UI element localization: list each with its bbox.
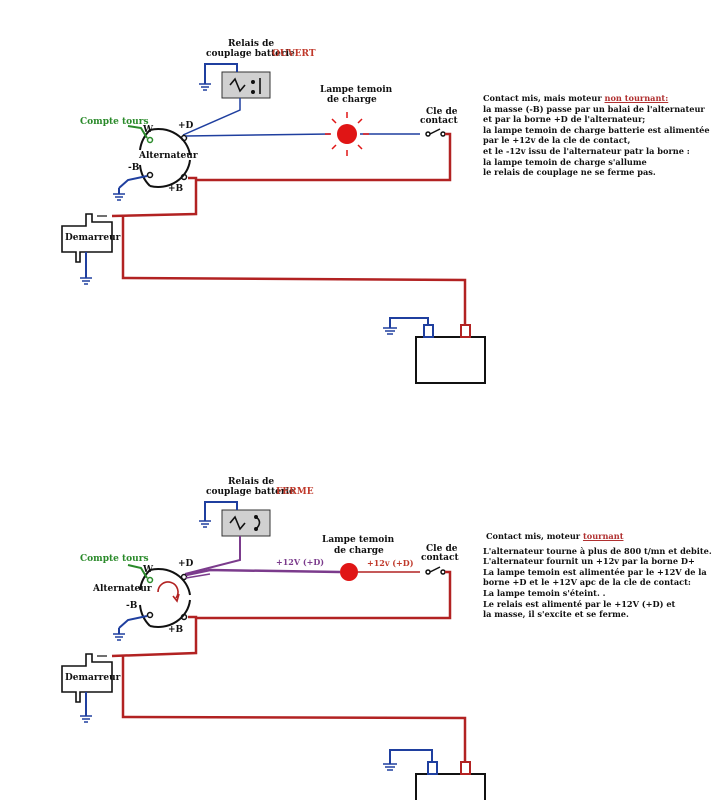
diagram-top: Relais de couplage batterie OUVERT — [61, 39, 486, 384]
compte-tours-label: Compte tours — [80, 554, 149, 564]
diagram-bottom: Relais de couplage batterie FERME — [61, 477, 486, 800]
compte-tours-label: Compte tours — [80, 117, 149, 127]
description-line: la masse (-B) passe par un balai de l'al… — [483, 103, 705, 114]
ground-symbol-starter — [80, 252, 92, 285]
description-line: la lampe temoin de charge s'allume — [483, 156, 647, 167]
description-line: le relais de couplage ne se ferme pas. — [483, 167, 656, 178]
rotation-arrow-icon — [157, 581, 180, 603]
relay-state: OUVERT — [272, 49, 316, 59]
ground-symbol-battery — [383, 763, 397, 771]
lamp-label-line2: de charge — [327, 95, 377, 105]
lamp-label-line1: Lampe temoin — [322, 535, 395, 545]
description-bottom: Contact mis, moteur tournant L'alternate… — [483, 531, 712, 620]
terminal-b-neg: -B — [128, 163, 140, 173]
description-title: Contact mis, moteur tournant — [486, 531, 624, 541]
starter-motor — [61, 213, 113, 263]
key-label-line2: contact — [421, 553, 459, 563]
terminal-w: W — [142, 125, 154, 135]
relay-state: FERME — [276, 487, 314, 497]
terminal-b-pos: +B — [168, 625, 184, 635]
description-top: Contact mis, mais moteur non tournant: l… — [483, 93, 710, 178]
terminal-d: +D — [178, 559, 194, 569]
relay-label-line2: couplage batterie — [206, 487, 295, 497]
ground-symbol-battery — [383, 327, 397, 335]
description-line: et le -12v issu de l'alternateur patr la… — [483, 145, 690, 156]
relay-label-line1: Relais de — [228, 39, 274, 49]
relay-closed — [221, 509, 271, 537]
description-line: la masse, il s'excite et se ferme. — [483, 609, 629, 620]
key-label-line1: Cle de — [426, 544, 458, 554]
alternator-label: Alternateur — [92, 584, 152, 594]
terminal-b-neg: -B — [126, 601, 138, 611]
description-line: La lampe temoin s'éteint. . — [483, 587, 606, 598]
battery — [415, 761, 486, 800]
charge-lamp-lit — [325, 112, 369, 156]
relay-label-line2: couplage batterie — [206, 49, 295, 59]
relay-open — [221, 71, 271, 99]
wire-label-d1: +12V (+D) — [276, 557, 324, 567]
ground-symbol-starter — [80, 692, 92, 723]
ground-symbol-relay — [199, 78, 211, 91]
description-line: borne +D et le +12V apc de la cle de con… — [483, 577, 691, 588]
starter-label: Demarreur — [65, 233, 121, 243]
description-line: la lampe temoin de charge batterie est a… — [483, 124, 710, 135]
alternator-label: Alternateur — [138, 151, 198, 161]
state-emphasis: tournant — [582, 531, 624, 541]
terminal-b-pos: +B — [168, 184, 184, 194]
ground-symbol-alternator — [113, 188, 125, 201]
description-line: La lampe temoin est alimentée par le +12… — [483, 566, 707, 577]
description-line: par le +12v de la cle de contact, — [483, 135, 631, 146]
description-line: L'alternateur fournit un +12v par la bor… — [483, 556, 695, 567]
ignition-key-switch — [425, 566, 446, 575]
description-line: et par la borne +D de l'alternateur; — [483, 114, 646, 125]
wiring-diagram: Relais de couplage batterie OUVERT — [61, 39, 486, 800]
terminal-d: +D — [178, 121, 194, 131]
terminal-w: W — [142, 565, 154, 575]
key-label-line1: Cle de — [426, 107, 458, 117]
starter-label: Demarreur — [65, 673, 121, 683]
ignition-key-switch — [425, 128, 446, 137]
ground-symbol-relay — [199, 515, 211, 528]
lamp-label-line2: de charge — [334, 546, 384, 556]
wire-label-d2: +12v (+D) — [367, 558, 414, 568]
description-line: Le relais est alimenté par le +12V (+D) … — [483, 598, 676, 609]
description-line: L'alternateur tourne à plus de 800 t/mn … — [483, 545, 712, 556]
battery — [415, 324, 486, 384]
charge-lamp-off — [340, 563, 358, 581]
relay-label-line1: Relais de — [228, 477, 274, 487]
state-emphasis: non tournant: — [604, 93, 669, 103]
key-label-line2: contact — [420, 116, 458, 126]
ground-symbol-alternator — [113, 628, 125, 641]
starter-motor — [61, 653, 113, 703]
description-title: Contact mis, mais moteur non tournant: — [483, 93, 669, 103]
lamp-label-line1: Lampe temoin — [320, 85, 393, 95]
